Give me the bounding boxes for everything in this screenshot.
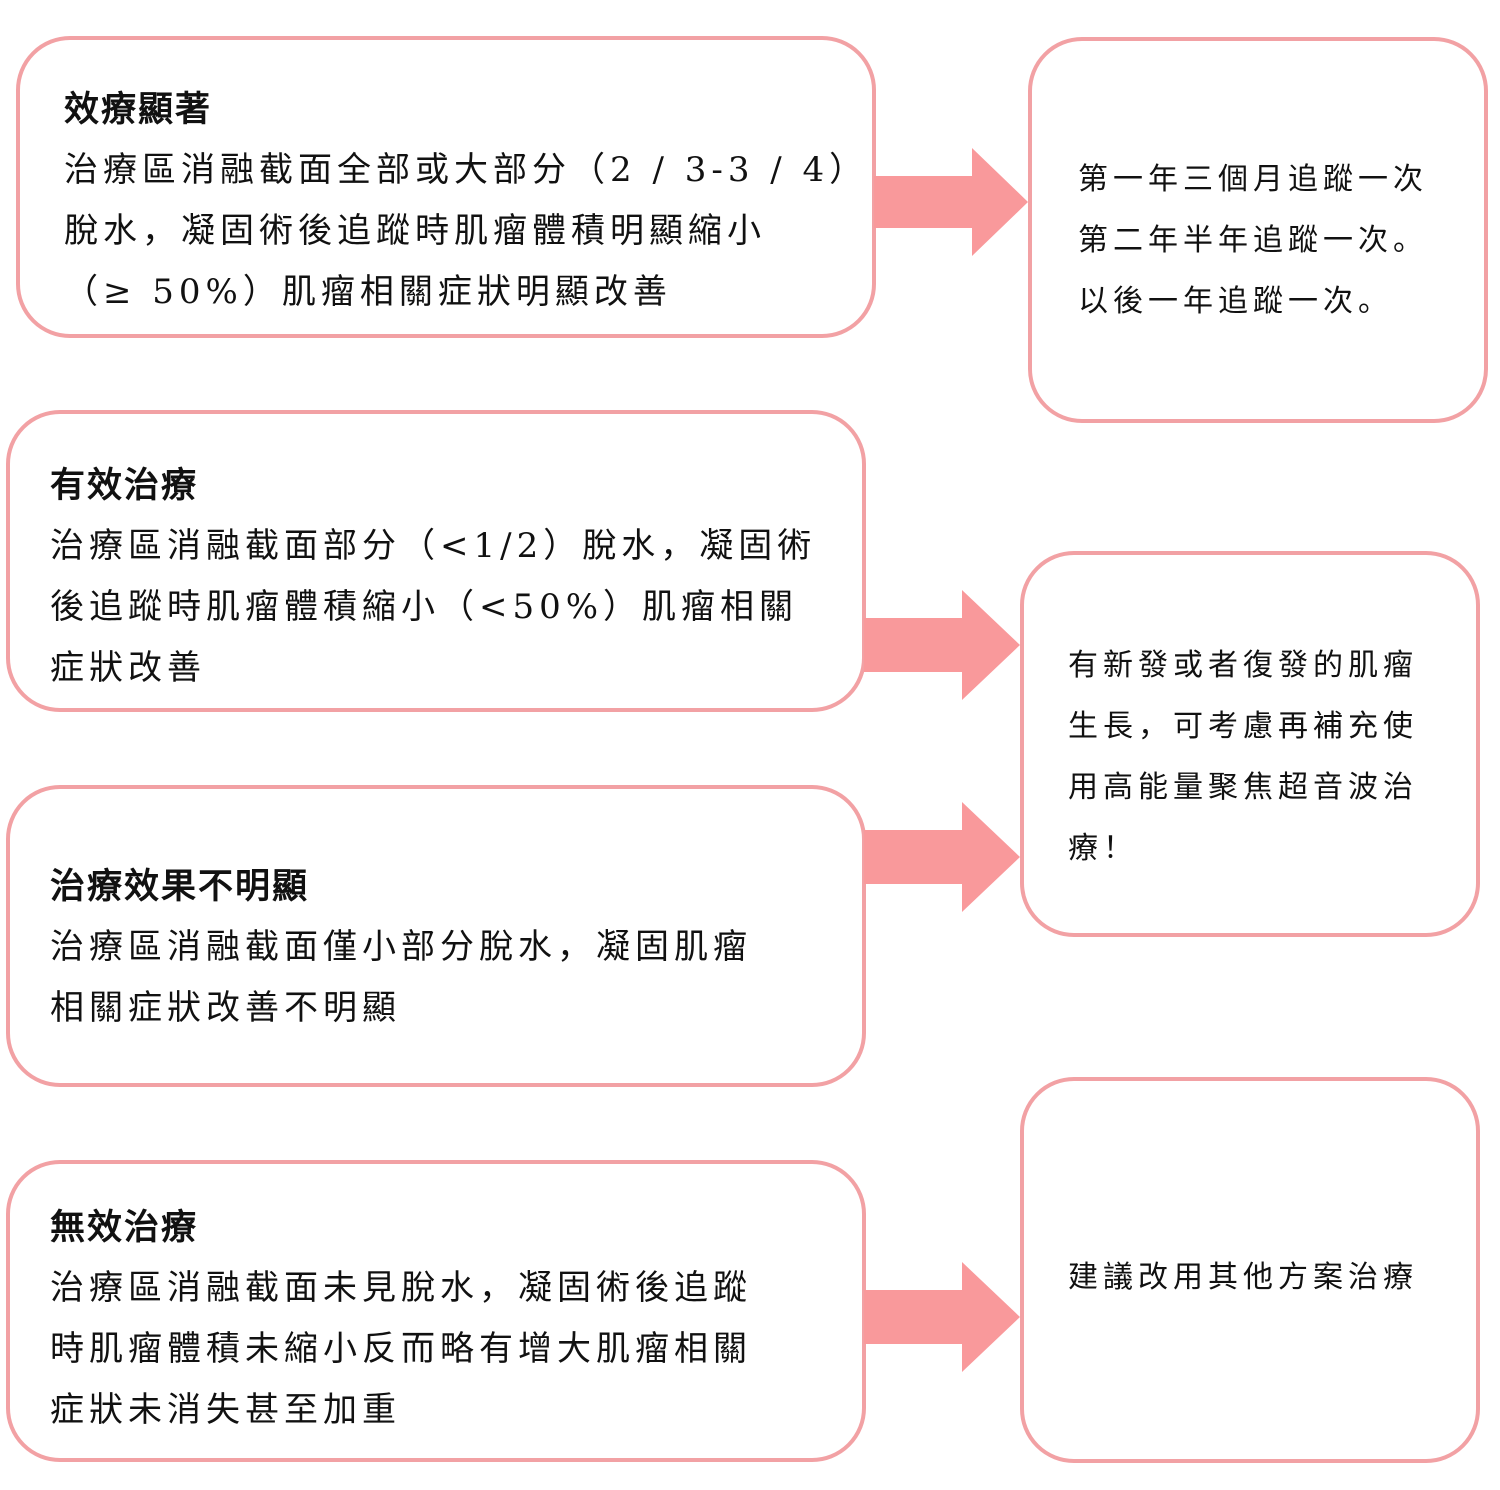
outcome-box-ineffective: 無效治療 治療區消融截面未見脫水，凝固術後追蹤 時肌瘤體積未縮小反而略有增大肌瘤… [6,1160,866,1462]
outcome-box-unclear: 治療效果不明顯 治療區消融截面僅小部分脫水，凝固肌瘤 相關症狀改善不明顯 [6,785,866,1087]
recommendation-box-retreat: 有新發或者復發的肌瘤 生長，可考慮再補充使 用高能量聚焦超音波治 療！ [1020,551,1480,937]
flow-arrow-4 [864,1262,1020,1372]
outcome-title: 有效治療 [50,465,199,506]
outcome-text-line: 脫水，凝固術後追蹤時肌瘤體積明顯縮小 [64,211,766,251]
outcome-text-line: （≥ 50%）肌瘤相關症狀明顯改善 [64,272,672,312]
recommendation-text-line: 第二年半年追蹤一次。 [1078,223,1428,258]
flow-arrow-1 [874,148,1028,256]
outcome-title: 無效治療 [50,1207,199,1248]
recommendation-box-followup: 第一年三個月追蹤一次 第二年半年追蹤一次。 以後一年追蹤一次。 [1028,37,1488,423]
recommendation-text-line: 以後一年追蹤一次。 [1078,284,1393,319]
recommendation-box-alternative: 建議改用其他方案治療 [1020,1077,1480,1463]
recommendation-text-line: 療！ [1068,831,1138,866]
outcome-text-line: 症狀未消失甚至加重 [50,1390,401,1430]
outcome-title: 效療顯著 [64,89,213,130]
outcome-text-line: 治療區消融截面部分（<1/2）脫水，凝固術 [50,526,817,566]
outcome-text-line: 治療區消融截面未見脫水，凝固術後追蹤 [50,1268,752,1308]
outcome-text-line: 治療區消融截面僅小部分脫水，凝固肌瘤 [50,927,752,967]
outcome-text-line: 時肌瘤體積未縮小反而略有增大肌瘤相關 [50,1329,752,1369]
outcome-title: 治療效果不明顯 [50,866,310,907]
recommendation-text-line: 生長，可考慮再補充使 [1068,709,1418,744]
flow-arrow-3 [864,802,1020,912]
recommendation-text-line: 建議改用其他方案治療 [1068,1260,1418,1295]
recommendation-text-line: 第一年三個月追蹤一次 [1078,162,1428,197]
outcome-text-line: 相關症狀改善不明顯 [50,988,401,1028]
recommendation-text-line: 有新發或者復發的肌瘤 [1068,648,1418,683]
outcome-text-line: 治療區消融截面全部或大部分（2 / 3-3 / 4） [64,150,869,190]
outcome-text-line: 後追蹤時肌瘤體積縮小（<50%）肌瘤相關 [50,587,799,627]
outcome-box-effective: 有效治療 治療區消融截面部分（<1/2）脫水，凝固術 後追蹤時肌瘤體積縮小（<5… [6,410,866,712]
flow-arrow-2 [864,590,1020,700]
recommendation-text-line: 用高能量聚焦超音波治 [1068,770,1418,805]
outcome-box-significant: 效療顯著 治療區消融截面全部或大部分（2 / 3-3 / 4） 脫水，凝固術後追… [16,36,876,338]
outcome-text-line: 症狀改善 [50,648,206,688]
